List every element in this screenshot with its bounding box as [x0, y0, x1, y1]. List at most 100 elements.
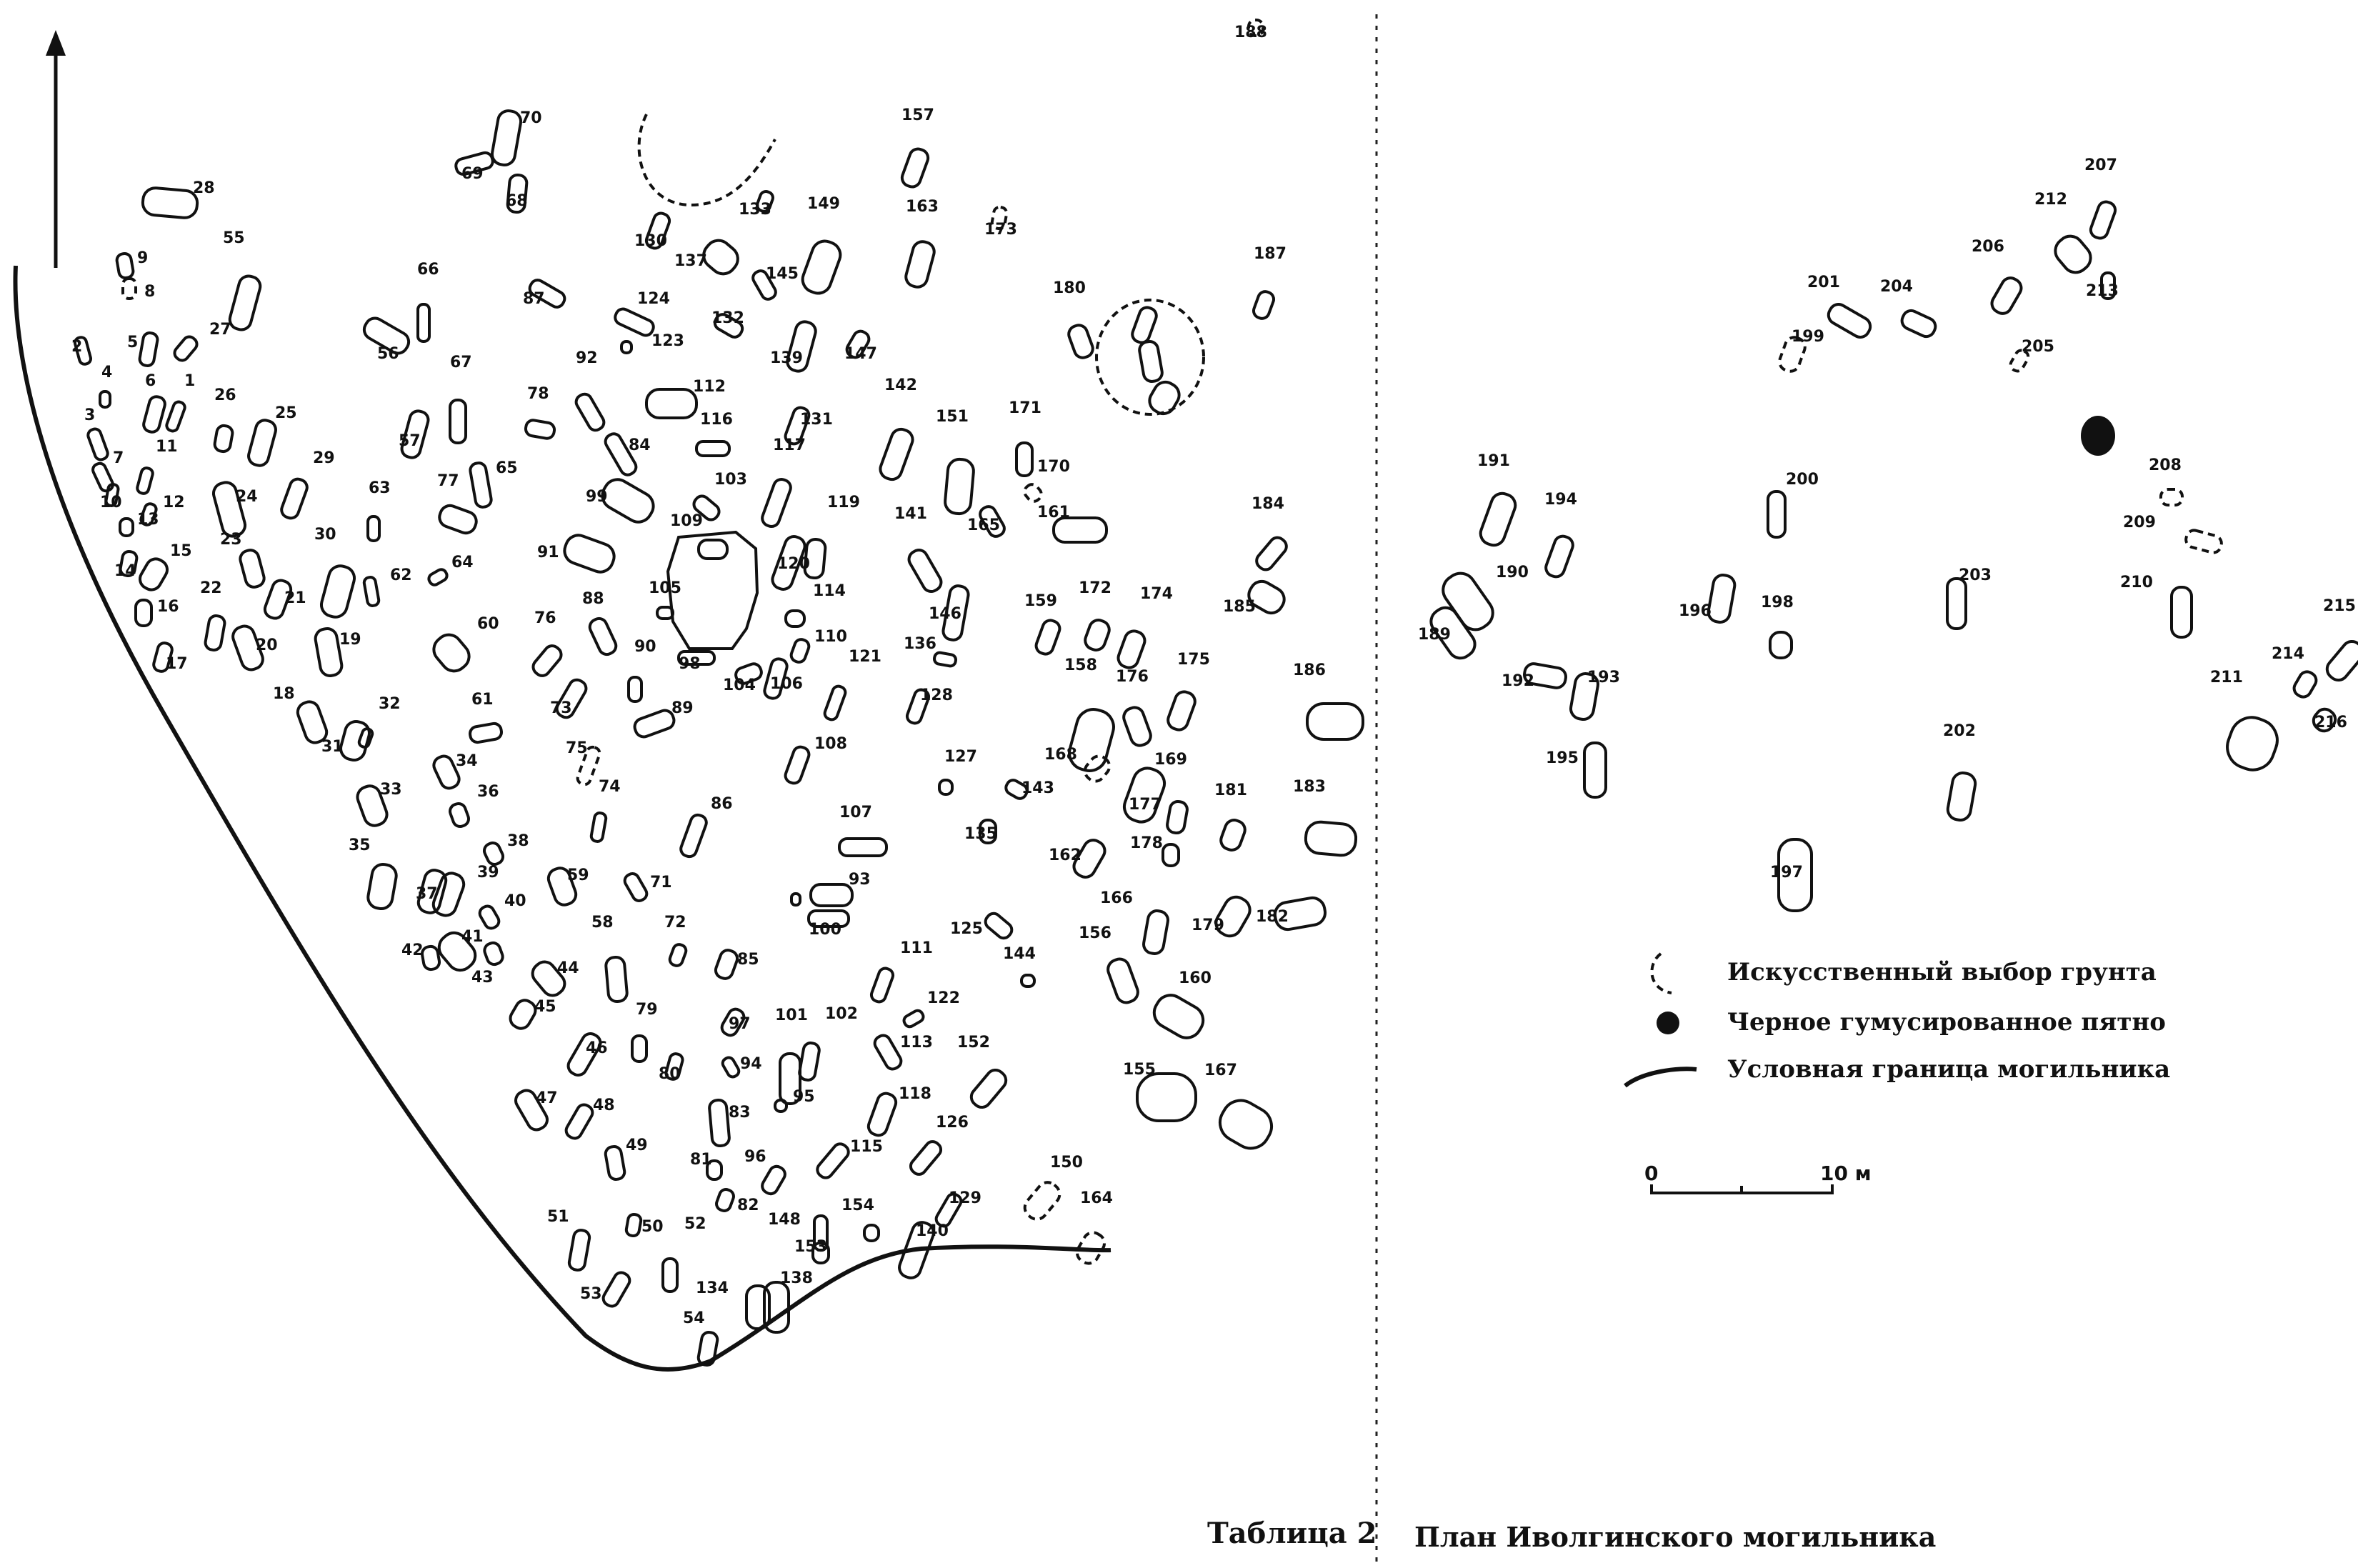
grave-162 — [1072, 839, 1106, 879]
grave-176 — [1122, 706, 1152, 747]
grave-label-155: 155 — [1123, 1061, 1156, 1079]
grave-132 — [713, 313, 744, 339]
grave-208 — [2159, 488, 2184, 506]
grave-label-69: 69 — [461, 165, 484, 183]
grave-label-211: 211 — [2210, 669, 2243, 686]
grave-label-3: 3 — [84, 406, 95, 424]
grave-label-58: 58 — [591, 914, 614, 932]
grave-100 — [807, 909, 850, 928]
grave-78 — [524, 419, 556, 440]
grave-label-166: 166 — [1100, 889, 1133, 907]
grave-143 — [1004, 779, 1029, 800]
grave-label-27: 27 — [209, 321, 231, 339]
grave-label-107: 107 — [839, 804, 872, 822]
grave-label-190: 190 — [1496, 564, 1529, 581]
grave-123 — [620, 340, 633, 354]
grave-42 — [420, 944, 441, 972]
grave-label-150: 150 — [1050, 1154, 1083, 1172]
grave-110 — [789, 638, 811, 664]
grave-label-195: 195 — [1546, 749, 1579, 767]
grave-140 — [898, 1221, 935, 1279]
grave-label-56: 56 — [377, 345, 399, 363]
grave-212 — [2054, 234, 2092, 274]
grave-label-170: 170 — [1037, 458, 1070, 476]
grave-205 — [2009, 349, 2030, 373]
grave-211 — [2226, 716, 2279, 771]
excavation-ring-feature — [1095, 299, 1205, 416]
grave-label-189: 189 — [1418, 626, 1451, 644]
grave-204 — [1900, 309, 1937, 339]
grave-166 — [1142, 909, 1169, 955]
grave-171 — [1015, 441, 1034, 477]
grave-label-21: 21 — [284, 589, 306, 607]
grave-label-132: 132 — [711, 309, 744, 327]
grave-label-191: 191 — [1477, 452, 1510, 470]
grave-label-9: 9 — [137, 249, 148, 267]
grave-label-94: 94 — [740, 1055, 762, 1073]
grave-24 — [211, 481, 247, 538]
unnumbered-grave — [790, 892, 801, 907]
grave-label-178: 178 — [1130, 834, 1163, 852]
grave-label-151: 151 — [936, 408, 969, 426]
grave-134 — [745, 1284, 771, 1330]
grave-127 — [938, 779, 954, 796]
grave-103 — [692, 494, 721, 521]
grave-146 — [941, 584, 970, 641]
scale-zero: 0 — [1644, 1162, 1658, 1185]
grave-170 — [1023, 483, 1043, 503]
grave-label-199: 199 — [1792, 328, 1824, 346]
grave-label-109: 109 — [670, 512, 703, 530]
grave-31 — [339, 719, 371, 762]
grave-label-86: 86 — [711, 795, 733, 813]
grave-180 — [1067, 324, 1094, 359]
grave-label-144: 144 — [1003, 945, 1036, 963]
grave-label-146: 146 — [929, 605, 961, 623]
grave-15 — [139, 557, 169, 591]
boundary-line-icon — [1624, 1067, 1697, 1088]
table-number: Таблица 2 — [1207, 1517, 1377, 1550]
grave-216 — [2312, 707, 2337, 733]
grave-label-125: 125 — [950, 920, 983, 938]
grave-label-75: 75 — [566, 739, 588, 757]
grave-13 — [119, 517, 134, 537]
grave-label-181: 181 — [1214, 781, 1247, 799]
grave-4 — [99, 390, 111, 409]
grave-76 — [531, 644, 563, 677]
grave-149 — [801, 239, 842, 295]
grave-label-137: 137 — [674, 252, 707, 270]
grave-label-215: 215 — [2323, 597, 2356, 615]
grave-33 — [356, 784, 389, 827]
grave-label-193: 193 — [1587, 669, 1620, 686]
grave-112 — [645, 388, 698, 419]
grave-114 — [784, 609, 806, 628]
grave-174 — [1116, 629, 1146, 669]
grave-115 — [816, 1142, 850, 1179]
grave-104 — [734, 662, 763, 685]
grave-23 — [239, 549, 266, 589]
grave-label-48: 48 — [593, 1097, 615, 1114]
grave-148 — [813, 1214, 829, 1252]
grave-62 — [362, 576, 381, 607]
grave-153 — [811, 1242, 830, 1264]
grave-159 — [1034, 619, 1061, 656]
grave-43 — [483, 941, 504, 967]
grave-91 — [563, 534, 616, 574]
grave-label-110: 110 — [814, 628, 847, 646]
grave-129 — [934, 1192, 963, 1228]
grave-109 — [697, 539, 729, 560]
grave-label-188: 188 — [1234, 24, 1267, 41]
grave-label-29: 29 — [313, 449, 335, 467]
grave-209 — [2184, 529, 2223, 554]
grave-18 — [296, 700, 329, 744]
grave-84 — [604, 432, 638, 476]
grave-124 — [614, 307, 655, 337]
grave-label-159: 159 — [1024, 592, 1057, 610]
grave-label-204: 204 — [1880, 278, 1913, 296]
grave-label-131: 131 — [800, 411, 833, 429]
grave-label-202: 202 — [1943, 722, 1976, 740]
grave-5 — [138, 331, 159, 367]
grave-68 — [506, 173, 529, 214]
grave-label-89: 89 — [671, 699, 694, 717]
grave-label-111: 111 — [900, 939, 933, 957]
grave-label-50: 50 — [641, 1218, 664, 1236]
